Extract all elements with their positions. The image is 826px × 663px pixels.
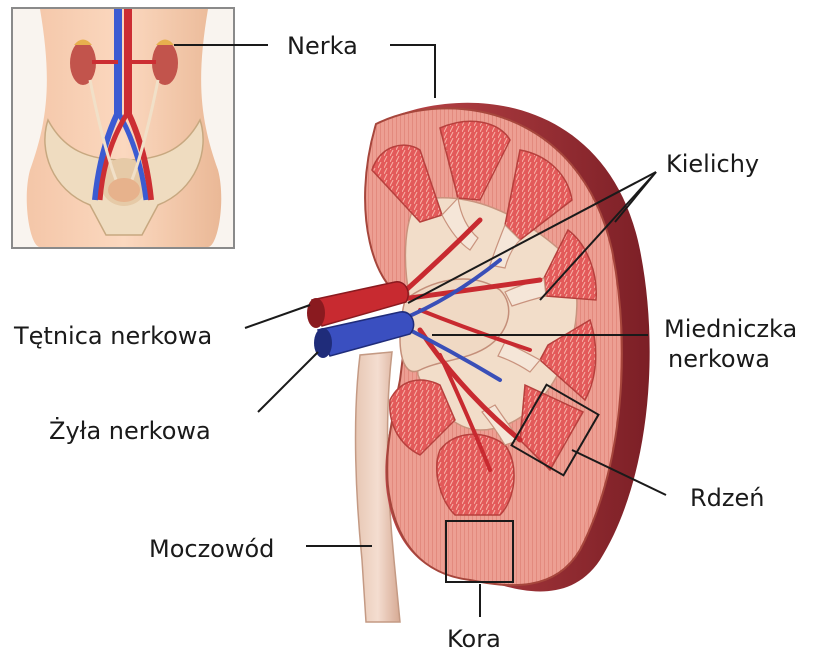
label-kielichy: Kielichy xyxy=(666,150,759,178)
label-miedniczka-line1: Miedniczka xyxy=(664,315,797,343)
label-kora: Kora xyxy=(447,625,501,653)
label-rdzen: Rdzeń xyxy=(690,484,764,512)
label-miedniczka-line2: nerkowa xyxy=(668,345,770,373)
kidney xyxy=(365,103,650,592)
label-nerka: Nerka xyxy=(287,32,358,60)
label-zyla-nerkowa: Żyła nerkowa xyxy=(49,417,211,445)
label-moczowod: Moczowód xyxy=(149,535,274,563)
label-tetnica-nerkowa: Tętnica nerkowa xyxy=(14,322,212,350)
